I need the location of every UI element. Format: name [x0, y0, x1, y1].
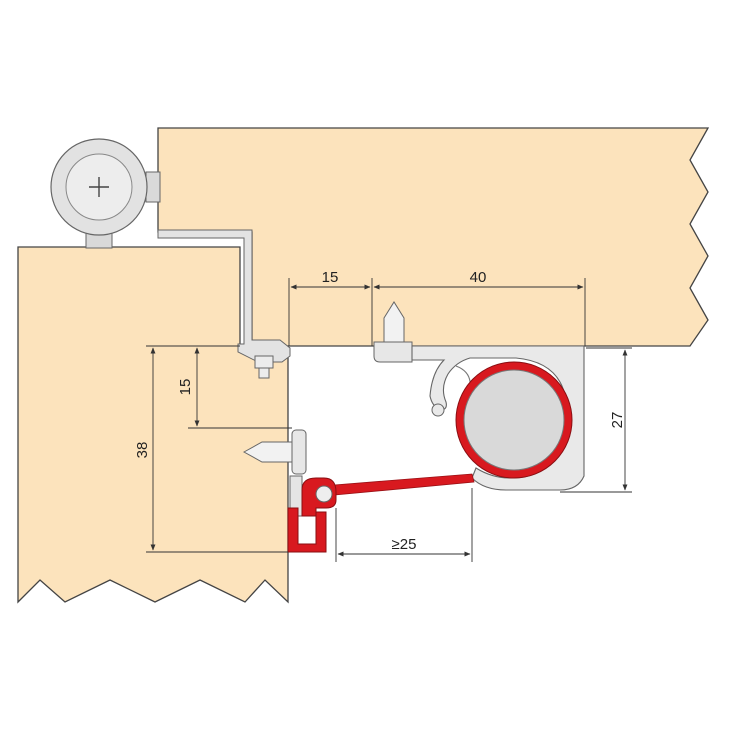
hinge [50, 138, 161, 249]
dimension-min-distance-label: ≥25 [392, 536, 417, 553]
side-nail [242, 429, 307, 475]
dimension-gap-label: 15 [322, 269, 339, 286]
dimension-height-right: 27 [609, 349, 628, 491]
seal-roll [455, 361, 573, 479]
frame-clip [254, 355, 274, 379]
dimension-height-left-small: 15 [177, 347, 200, 427]
dimension-pivot-distance-label: 40 [470, 269, 487, 286]
anchor-pin [315, 485, 333, 503]
profile-curl-end [431, 403, 445, 417]
top-nail [373, 301, 413, 363]
dimension-height-right-label: 27 [609, 412, 626, 429]
dimension-height-left-small-label: 15 [177, 379, 194, 396]
seal-roll-core [463, 369, 565, 471]
seal-anchor-clip [287, 475, 337, 553]
dimension-gap: 15 [290, 269, 371, 290]
plus-screw-icon [89, 177, 109, 197]
dimension-height-left-large: 38 [134, 347, 156, 551]
hinge-plate [145, 171, 161, 203]
dimension-pivot-distance: 40 [373, 269, 584, 290]
dimension-height-left-large-label: 38 [134, 442, 151, 459]
dimension-min-distance: ≥25 [337, 536, 471, 557]
seal-band [321, 473, 475, 497]
